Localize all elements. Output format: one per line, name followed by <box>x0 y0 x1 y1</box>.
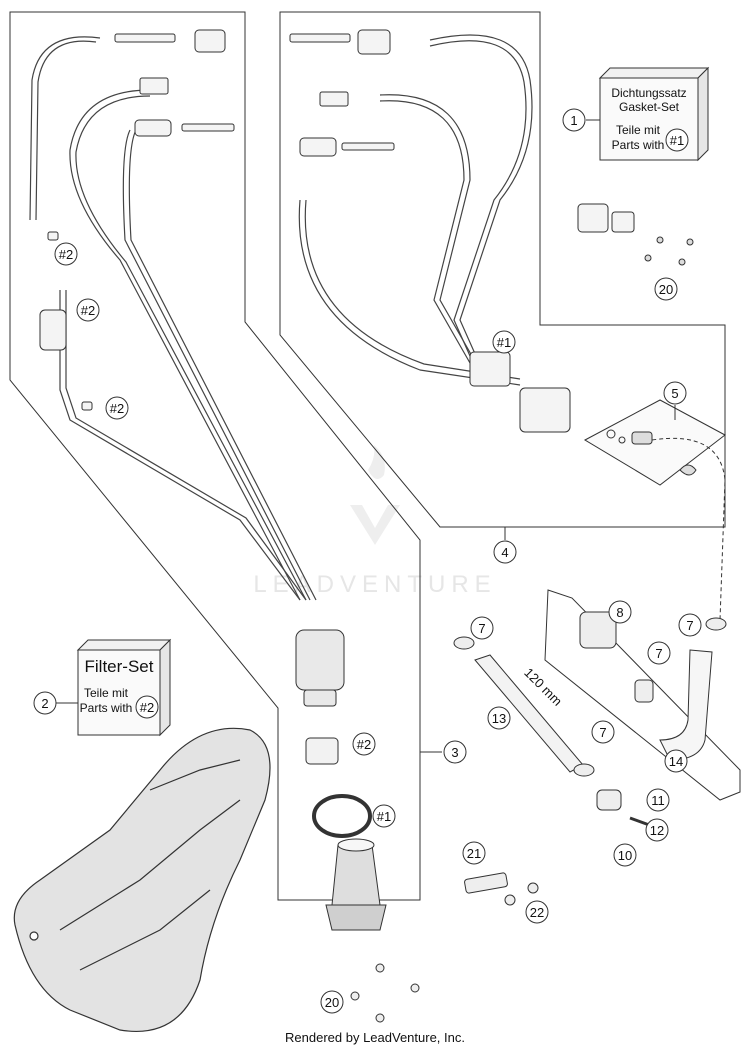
callout-20a: 20 <box>659 282 673 297</box>
group-3-outline <box>9 11 421 901</box>
filter-set-title: Filter-Set <box>85 657 154 676</box>
callout-7a: 7 <box>478 621 485 636</box>
callout-2: 2 <box>41 696 48 711</box>
part-5-dashed-line <box>651 437 726 621</box>
filter-set-line1: Teile mit <box>84 686 129 700</box>
callout-14: 14 <box>669 754 683 769</box>
right-connectors <box>289 29 635 433</box>
callout-11: 11 <box>651 793 665 808</box>
gasket-set-line3: Teile mit <box>616 123 661 137</box>
ref-2c: #2 <box>110 401 124 416</box>
left-hose-assembly <box>29 36 317 601</box>
filter-set-box: Filter-Set Teile mit Parts with #2 <box>76 638 172 737</box>
gasket-set-line4: Parts with <box>612 138 665 152</box>
callout-7d: 7 <box>599 725 606 740</box>
ref-2b: #2 <box>81 303 95 318</box>
callout-22: 22 <box>530 905 544 920</box>
callout-7b: 7 <box>655 646 662 661</box>
right-hose-assembly <box>298 34 533 386</box>
filter-set-ref: #2 <box>140 700 154 715</box>
callout-8: 8 <box>616 605 623 620</box>
footer-credit: Rendered by LeadVenture, Inc. <box>285 1030 465 1045</box>
callout-7c: 7 <box>686 618 693 633</box>
ref-2d: #2 <box>357 737 371 752</box>
screws-20-lower <box>350 963 420 1023</box>
gasket-set-line1: Dichtungssatz <box>611 86 686 100</box>
ref-2a: #2 <box>59 247 73 262</box>
part-5-panel <box>583 399 726 486</box>
callout-5: 5 <box>671 386 678 401</box>
ref-1b: #1 <box>377 809 391 824</box>
callout-3: 3 <box>451 745 458 760</box>
part-5-items <box>606 429 697 476</box>
callout-10: 10 <box>618 848 632 863</box>
gasket-set-ref: #1 <box>670 133 684 148</box>
callout-21: 21 <box>467 846 481 861</box>
gasket-set-line2: Gasket-Set <box>619 100 680 114</box>
gasket-set-box: Dichtungssatz Gasket-Set Teile mit Parts… <box>598 66 710 162</box>
left-connectors <box>39 29 235 411</box>
ref-1a: #1 <box>497 335 511 350</box>
callout-4: 4 <box>501 545 508 560</box>
callout-13: 13 <box>492 711 506 726</box>
parts-21-22 <box>464 872 539 906</box>
filter-set-line2: Parts with <box>80 701 133 715</box>
group-4-outline <box>279 11 726 528</box>
callout-20b: 20 <box>325 995 339 1010</box>
watermark: LEADVENTURE <box>253 445 496 598</box>
watermark-text: LEADVENTURE <box>253 571 496 598</box>
callout-12: 12 <box>650 823 664 838</box>
group-pump-parts-outline <box>544 589 741 801</box>
fuel-pump-assembly <box>295 629 387 931</box>
parts-7-14 <box>453 611 727 836</box>
callout-1: 1 <box>570 113 577 128</box>
screws-20-upper <box>644 236 694 266</box>
fuel-tank <box>13 727 271 1032</box>
